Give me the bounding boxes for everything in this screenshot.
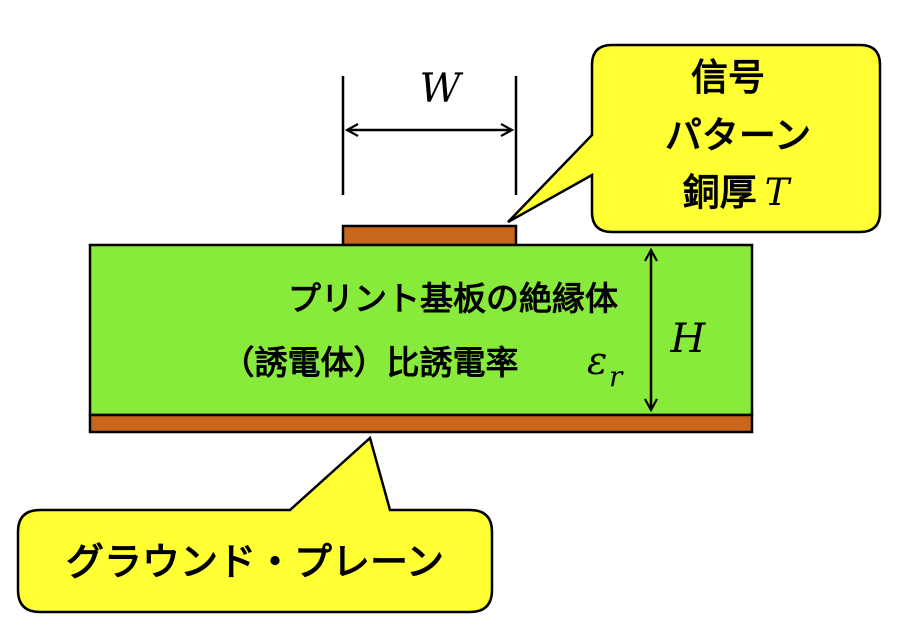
signal-callout-bubble <box>507 43 882 234</box>
ground-plane <box>88 413 754 434</box>
dielectric-constant-label: （誘電体）比誘電率 <box>222 343 519 382</box>
copper-thickness-symbol: T <box>765 171 792 214</box>
ground-callout-bubble <box>16 435 494 614</box>
signal-callout-line2: パターン <box>665 114 811 157</box>
pcb-substrate <box>88 243 754 417</box>
ground-plane-label: グラウンド・プレーン <box>66 540 444 584</box>
ground-plane-callout: グラウンド・プレーン <box>16 435 494 614</box>
signal-trace <box>341 224 518 247</box>
epsilon-subscript: r <box>609 360 624 393</box>
height-label: H <box>670 316 707 362</box>
copper-thickness-label: 銅厚 <box>683 171 757 214</box>
signal-callout-line1: 信号 <box>691 56 765 99</box>
substrate-label-line1: プリント基板の絶縁体 <box>288 279 618 318</box>
height-dimension: H <box>651 250 707 410</box>
epsilon-symbol: ε <box>587 339 607 383</box>
width-label: W <box>419 66 463 112</box>
substrate-label-line2: （誘電体）比誘電率 <box>222 343 519 382</box>
width-dimension: W <box>341 66 518 195</box>
